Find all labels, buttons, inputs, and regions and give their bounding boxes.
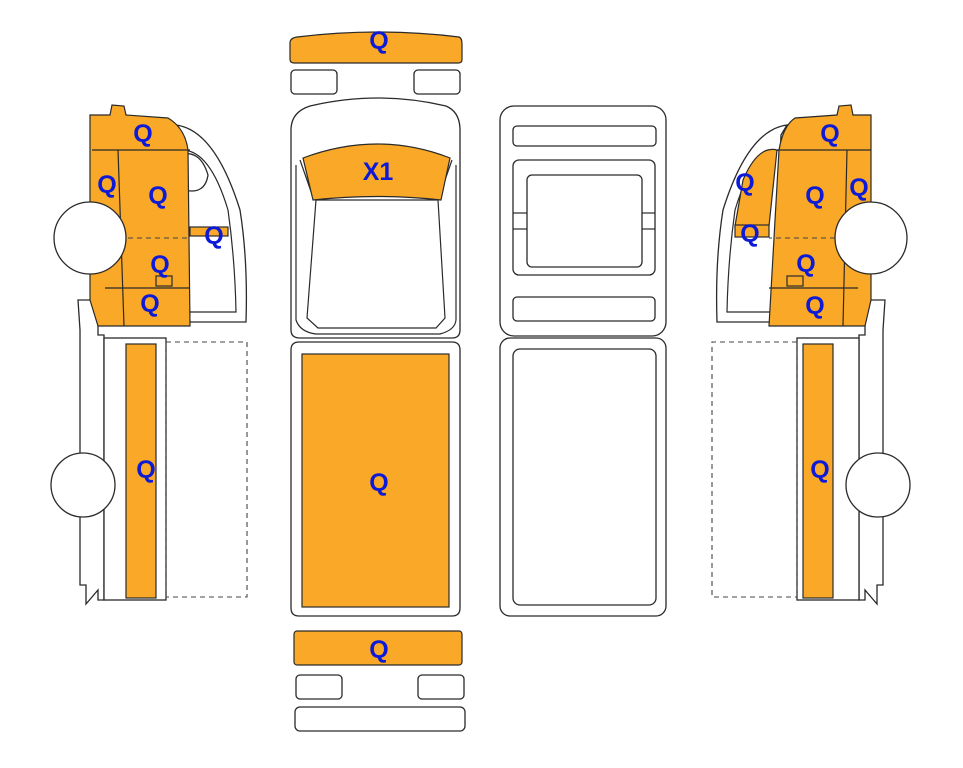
- roof-label: Q: [369, 469, 388, 497]
- rear-bumper-panel[interactable]: [293, 630, 463, 666]
- underside-bar-1: [512, 125, 657, 147]
- right-chassis-outline: [858, 299, 889, 606]
- underside-panel-inner: [526, 174, 643, 268]
- underside-body-inner: [512, 348, 657, 606]
- cab-outline: [290, 97, 461, 339]
- left-side-view: [50, 104, 248, 606]
- bottom-view: [499, 105, 667, 617]
- left-front-wheel: [53, 201, 127, 275]
- right-body-side-label: Q: [810, 456, 829, 484]
- right-cab-front-label: Q: [849, 174, 868, 202]
- right-window-label: Q: [735, 169, 754, 197]
- underside-bar-2: [512, 296, 656, 322]
- right-door-lower-label: Q: [796, 250, 815, 278]
- right-door-upper-label: Q: [805, 182, 824, 210]
- left-cab-front-label: Q: [97, 171, 116, 199]
- front-bumper-label: Q: [369, 27, 388, 55]
- left-rear-wheel: [50, 452, 116, 518]
- right-side-view: [711, 104, 911, 606]
- left-side-window: [181, 149, 237, 313]
- right-front-wheel: [834, 201, 908, 275]
- cab-inner-line: [295, 165, 457, 335]
- front-light-right: [413, 69, 461, 95]
- left-mirror-panel[interactable]: [189, 226, 229, 237]
- rear-bumper-label: Q: [369, 636, 388, 664]
- right-body-side-panel[interactable]: [802, 343, 834, 599]
- right-handle: [786, 275, 804, 287]
- left-mirror-label: Q: [204, 222, 223, 250]
- rear-light-right: [417, 674, 465, 700]
- right-cab-front-panel[interactable]: [768, 104, 872, 327]
- right-step-label: Q: [805, 292, 824, 320]
- right-mirror-label: Q: [740, 220, 759, 248]
- damage-labels: Q X1 Q Q Q Q Q Q Q Q Q Q Q Q Q Q Q Q Q: [97, 27, 868, 664]
- left-door-lower-label: Q: [150, 251, 169, 279]
- left-chassis-outline: [74, 299, 105, 606]
- left-body-side-panel[interactable]: [125, 343, 157, 599]
- right-cab-top-label: Q: [820, 120, 839, 148]
- left-cab-front-panel[interactable]: [89, 104, 191, 327]
- front-light-left: [290, 69, 338, 95]
- left-handle: [155, 275, 173, 287]
- left-cargo-outline: [165, 341, 248, 598]
- rear-step: [294, 706, 466, 732]
- windshield-panel[interactable]: [302, 143, 451, 201]
- front-bumper-panel[interactable]: [289, 31, 463, 64]
- right-rear-wheel: [845, 452, 911, 518]
- left-body-side-label: Q: [136, 456, 155, 484]
- left-cab-top-label: Q: [133, 120, 152, 148]
- left-door-upper-label: Q: [148, 182, 167, 210]
- right-mirror-panel[interactable]: [734, 224, 770, 238]
- top-view: [289, 31, 466, 732]
- right-cargo-outline: [711, 341, 798, 598]
- right-window-panel[interactable]: [734, 148, 778, 227]
- windshield-label: X1: [363, 158, 394, 186]
- left-step-label: Q: [140, 290, 159, 318]
- rear-light-left: [295, 674, 343, 700]
- roof-panel[interactable]: [301, 353, 450, 608]
